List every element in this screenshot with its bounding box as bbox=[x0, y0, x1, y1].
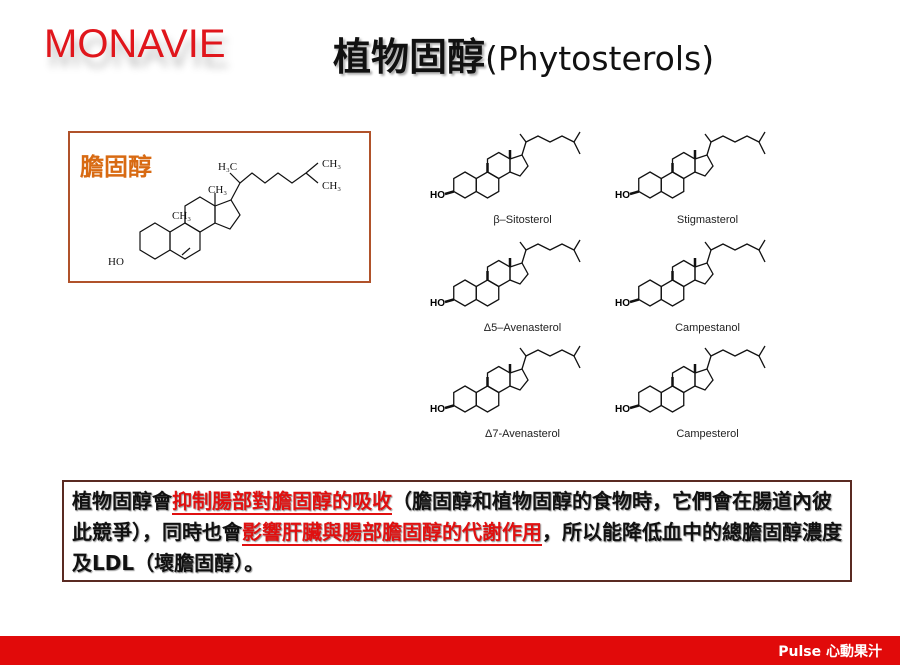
sterol-name: Campesterol bbox=[676, 428, 739, 440]
cholesterol-label: 膽固醇 bbox=[80, 153, 152, 181]
title-chinese: 植物固醇 bbox=[333, 35, 486, 79]
note-text: （膽固醇和植物固醇的食物時，它們會在腸道內彼此競爭），同時也會 bbox=[72, 489, 832, 544]
sterol-structure: HO Campesterol bbox=[615, 334, 800, 444]
sterol-structure: HO Δ7-Avenasterol bbox=[430, 334, 615, 444]
hydroxyl-label: HO bbox=[430, 404, 445, 415]
sterol-diagram: HO bbox=[430, 120, 615, 201]
sterol-structure: HO Stigmasterol bbox=[615, 120, 800, 230]
sterol-name: β–Sitosterol bbox=[493, 214, 552, 226]
atom-label: CH₃ bbox=[322, 158, 341, 170]
hydroxyl-label: HO bbox=[430, 298, 445, 309]
monavie-logo: MONAVIE bbox=[44, 22, 226, 66]
atom-label: HO bbox=[108, 256, 124, 268]
sterol-name: Δ5–Avenasterol bbox=[483, 322, 562, 334]
hydroxyl-label: HO bbox=[615, 190, 630, 201]
sterol-structure: HO Δ5–Avenasterol bbox=[430, 228, 615, 338]
sterol-diagram: HO bbox=[615, 228, 800, 309]
note-text: ，所以能降低血中的總膽固醇濃度及LDL（壞膽固醇）。 bbox=[72, 520, 842, 575]
sterol-structure: HO Campestanol bbox=[615, 228, 800, 338]
sterol-diagram: HO bbox=[615, 334, 800, 415]
footer-brand: Pulse 心動果汁 bbox=[778, 644, 882, 660]
atom-label: CH₃ bbox=[208, 184, 227, 196]
note-highlight: 影響肝臟與腸部膽固醇的代謝作用 bbox=[242, 520, 542, 546]
hydroxyl-label: HO bbox=[615, 298, 630, 309]
note-highlight: 抑制腸部對膽固醇的吸收 bbox=[172, 489, 392, 515]
hydroxyl-label: HO bbox=[615, 404, 630, 415]
explanation-textbox: 植物固醇會抑制腸部對膽固醇的吸收（膽固醇和植物固醇的食物時，它們會在腸道內彼此競… bbox=[62, 480, 852, 582]
sterol-diagram: HO bbox=[615, 120, 800, 201]
footer-bar: Pulse 心動果汁 bbox=[0, 636, 900, 665]
hydroxyl-label: HO bbox=[430, 190, 445, 201]
sterol-diagram: HO bbox=[430, 228, 615, 309]
page-title: 植物固醇(Phytosterols) bbox=[333, 26, 714, 81]
sterol-diagram: HO bbox=[430, 334, 615, 415]
sterol-structure: HO β–Sitosterol bbox=[430, 120, 615, 230]
atom-label: CH₃ bbox=[172, 210, 191, 222]
atom-label: H₃C bbox=[218, 161, 237, 173]
note-text: 植物固醇會 bbox=[72, 489, 172, 513]
cholesterol-structure: H₃C CH₃ CH₃ CH₃ CH₃ HO bbox=[108, 158, 341, 268]
cholesterol-box: 膽固醇 H₃C CH₃ CH₃ CH₃ CH₃ HO bbox=[68, 131, 371, 283]
sterol-name: Δ7-Avenasterol bbox=[484, 428, 561, 440]
atom-label: CH₃ bbox=[322, 180, 341, 192]
sterol-name: Stigmasterol bbox=[676, 214, 739, 226]
title-english: (Phytosterols) bbox=[485, 39, 715, 78]
sterol-name: Campestanol bbox=[675, 322, 740, 334]
